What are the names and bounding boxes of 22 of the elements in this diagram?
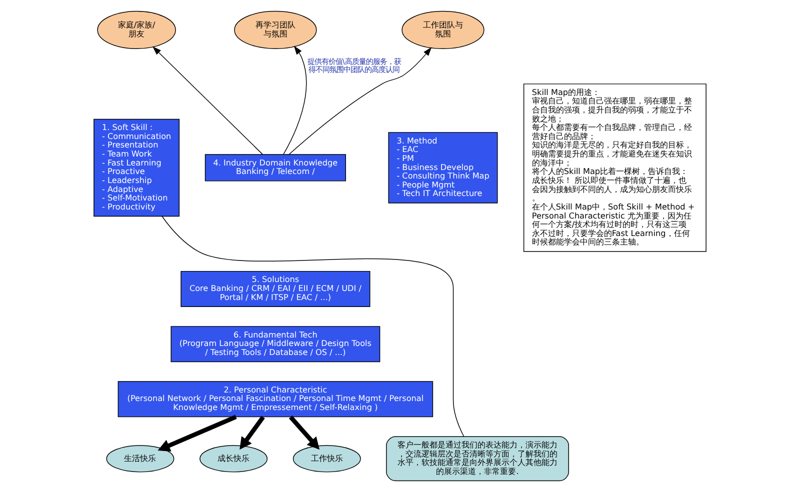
arrow [158,414,237,452]
node-box: 2. Personal Characteristic (Personal Network / Personal Fascination / Personal Time Mgmt / Personal Knowledge Mgmt / Empressement / Self-Relaxing ) [118,381,434,418]
node-box: 5. Solutions Core Banking / CRM / EAI / EII / ECM / UDI / Portal / KM / ITSP / EAC / ...) [180,270,370,307]
node-box: 客户一般都是通过我们的表达能力，演示能力，交流逻辑层次是否清晰等方面，了解我们的水平，软技能通常是向外界展示个人其他能力的展示渠道，非常重要. [386,436,570,482]
connector [162,216,464,437]
edge-label: 提供有价值\高质量的服务，获得不同氛围中团队的高度认同 [307,57,401,74]
node-ellipse: 再学习团队与氛围 [234,10,317,49]
node-ellipse: 成长快乐 [200,445,268,472]
node-ellipse: 生活快乐 [106,445,174,472]
arrow [288,47,432,155]
node-box: Skill Map的用途： 审视自己，知道自己强在哪里，弱在哪里，整合自我的强项，提升自我的弱项，才能立于不败之地； 每个人都需要有一个自我品牌，管理自己，经营好自己的品牌； 知识的海洋是无尽的，只有定好自我的目标，明确需要提升的重点，才能避免在迷失在知识的海洋中； 将个人的Skill Map比着一棵树，告诉自我：成长快乐！ 所以即使一件事情做了十遍，也会因为接触到不同的人，成为知心朋友而快乐。 在个人Skill Map中，Soft Skill + Method + Personal Characteristic 尤为重要，因为任何一个方案/技术均有过时的时，只有这三项永不过时，只要学会的Fast Learning，任何时候都能学会中间的三条主轴。 [523,84,706,252]
arrow [240,416,265,450]
node-ellipse: 家庭/家族/朋友 [97,10,176,49]
node-ellipse: 工作团队与氛围 [402,10,484,49]
node-box: 1. Soft Skill : - Communication - Presentation - Team Work - Fast Learning - Proactive - Leadership - Adaptive - Self-Motivation - Productivity [94,118,180,217]
arrow [288,416,320,450]
node-box: 4. Industry Domain Knowledge Banking / Telecom / [204,154,346,182]
arrow [283,46,307,155]
node-box: 3. Method - EAC - PM - Business Develop - Consulting Think Map - People Mgmt - Tech IT Architecture [388,132,498,204]
node-ellipse: 工作快乐 [292,445,361,472]
node-box: 6. Fundamental Tech (Program Language / Middleware / Design Tools / Testing Tools / Database / OS / ...) [170,326,380,362]
arrow [152,46,263,155]
